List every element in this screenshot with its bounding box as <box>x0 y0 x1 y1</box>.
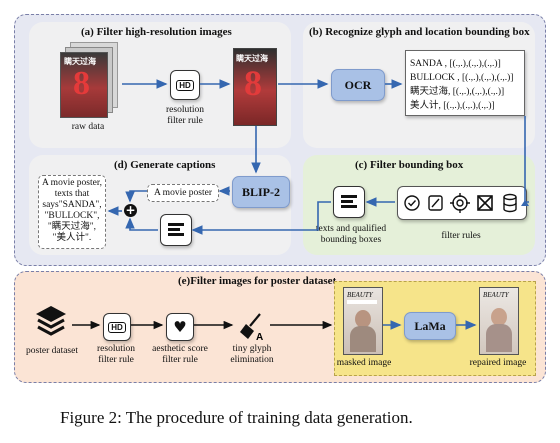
plus-icon: + <box>124 203 137 217</box>
blip2-module: BLIP-2 <box>232 176 290 208</box>
raw-data-label: raw data <box>71 122 105 132</box>
ocr-line: SANDA , [(.,.),(.,.),(.,.)] <box>410 59 501 69</box>
full-caption-box: A movie poster,texts that says"SANDA","B… <box>38 175 106 249</box>
arrow-caption-to-plus <box>125 190 147 203</box>
panel-a-title: (a) Filter high-resolution images <box>81 26 232 38</box>
badge-check-icon <box>404 195 420 211</box>
panel-c-title: (c) Filter bounding box <box>355 159 464 171</box>
poster-number: 8 <box>73 65 90 102</box>
poster-title: 瞒天过海 <box>64 57 96 66</box>
hd-icon-e: HD <box>103 313 131 341</box>
hd-icon: HD <box>170 70 200 100</box>
repaired-image-label: repaired image <box>469 358 527 368</box>
pencil-icon <box>428 195 443 211</box>
poster-dataset-label: poster dataset <box>26 346 78 356</box>
arrow-result-to-filter <box>524 116 529 203</box>
ocr-module: OCR <box>331 69 385 101</box>
ocr-result-document: SANDA , [(.,.),(.,.),(.,.)] BULLOCK , [(… <box>405 50 525 116</box>
raw-data-poster-stack: 瞒天过海 8 <box>60 42 118 120</box>
cross-frame-icon <box>477 195 493 211</box>
text-lines-icon <box>160 214 192 246</box>
database-icon <box>503 193 517 213</box>
arrow-texts-to-icon <box>191 201 331 235</box>
panel-b-title: (b) Recognize glyph and location boundin… <box>309 26 530 38</box>
layers-icon <box>36 306 66 336</box>
broom-icon: A <box>240 313 263 342</box>
ocr-line: 美人计, [(.,.),(.,.),(.,.)] <box>410 101 495 111</box>
filter-rules-box <box>397 186 527 220</box>
heart-icon: ♥ <box>166 313 194 341</box>
masked-image-label: masked image <box>336 358 392 368</box>
ocr-line: BULLOCK , [(.,.),(.,.),(.,.)] <box>410 73 514 83</box>
text-lines-icon-c <box>333 186 365 218</box>
repaired-image: BEAUTY <box>479 287 519 355</box>
svg-text:A: A <box>256 332 263 342</box>
filter-rules-label: filter rules <box>441 231 481 241</box>
arrow-icon-to-plus <box>125 217 158 231</box>
poster-thumbnail: 瞒天过海 8 <box>60 52 108 118</box>
masked-image: BEAUTY <box>343 287 383 355</box>
ocr-line: 瞒天过海, [(.,.),(.,.),(.,.)] <box>410 87 505 97</box>
lama-module: LaMa <box>404 312 456 340</box>
filtered-poster: 瞒天过海 8 <box>233 48 277 126</box>
panel-e-title: (e)Filter images for poster dataset <box>178 275 337 287</box>
panel-d-title: (d) Generate captions <box>114 159 216 171</box>
crosshair-icon <box>450 193 470 213</box>
figure-caption: Figure 2: The procedure of training data… <box>60 408 413 427</box>
